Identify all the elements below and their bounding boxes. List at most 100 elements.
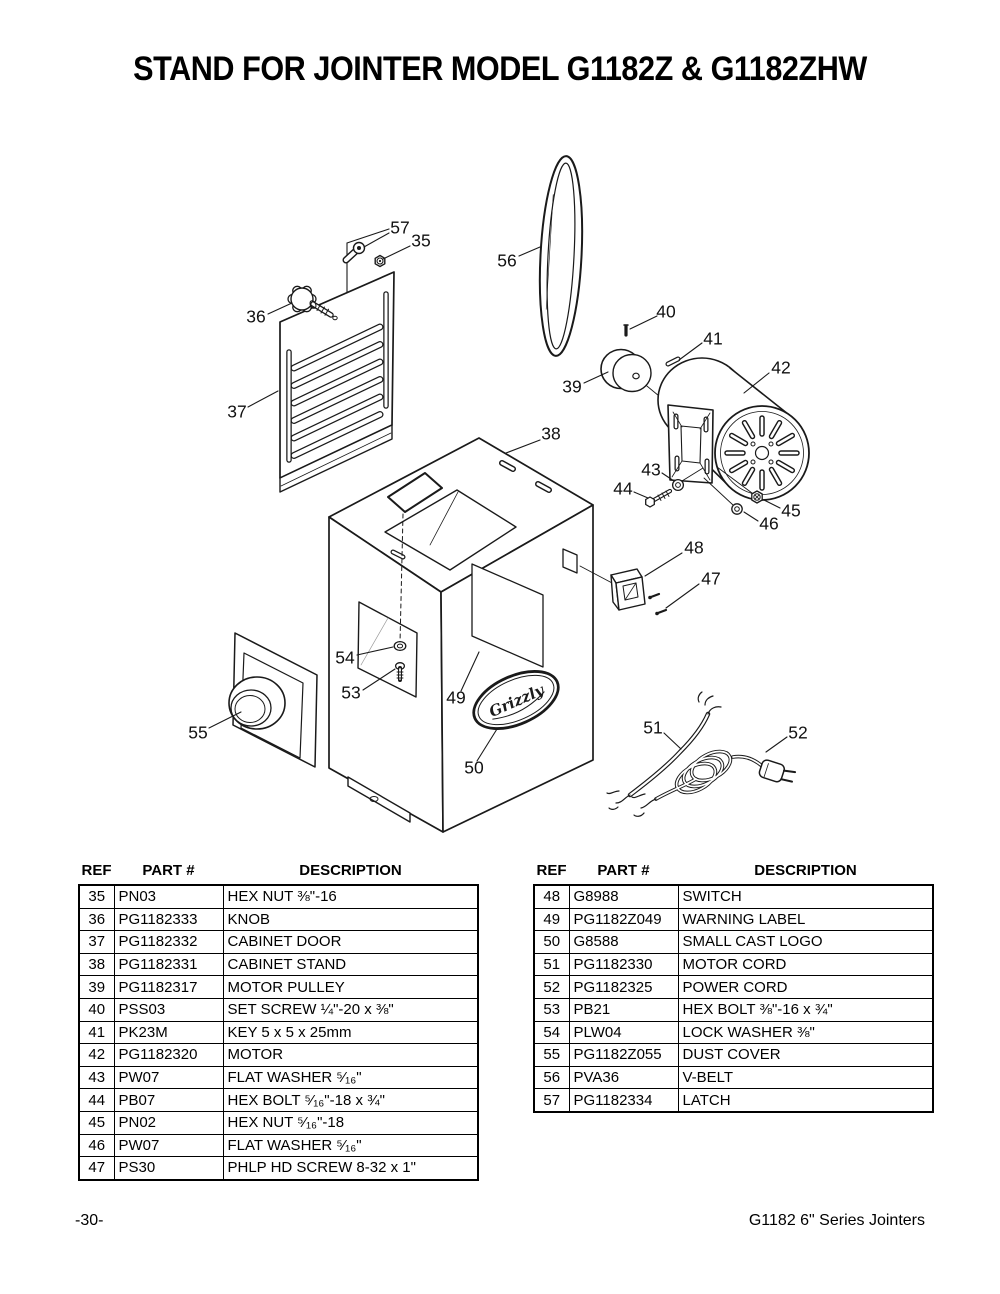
description-cell: HEX NUT ⅜"-16 bbox=[222, 884, 479, 909]
description-cell: V-BELT bbox=[677, 1065, 934, 1090]
part-number-cell: G8988 bbox=[568, 884, 679, 909]
part-number-cell: PB07 bbox=[113, 1088, 224, 1112]
part-number-cell: PN02 bbox=[113, 1110, 224, 1135]
part-number-cell: PG1182Z049 bbox=[568, 907, 679, 932]
description-header: DESCRIPTION bbox=[754, 862, 857, 879]
callout-38: 38 bbox=[541, 423, 561, 444]
description-cell: SMALL CAST LOGO bbox=[677, 930, 934, 954]
ref-cell: 39 bbox=[78, 975, 115, 999]
motor-pulley-drawing bbox=[600, 348, 677, 411]
knob-drawing bbox=[287, 285, 334, 318]
v-belt-drawing bbox=[538, 155, 584, 357]
description-cell: LATCH bbox=[677, 1088, 934, 1113]
motor-drawing bbox=[657, 357, 810, 501]
hex-nut-45-drawing bbox=[716, 466, 763, 504]
callout-50: 50 bbox=[464, 757, 484, 778]
part-number-cell: PG1182325 bbox=[568, 975, 679, 999]
callout-57: 57 bbox=[390, 217, 410, 238]
part-number-cell: PG1182Z055 bbox=[568, 1043, 679, 1067]
key-drawing bbox=[665, 356, 681, 367]
ref-cell: 41 bbox=[78, 1020, 115, 1045]
ref-cell: 53 bbox=[533, 997, 570, 1022]
part-number-cell: PLW04 bbox=[568, 1020, 679, 1045]
ref-cell: 55 bbox=[533, 1043, 570, 1067]
description-cell: HEX BOLT ⁵⁄₁₆"-18 x ¾" bbox=[222, 1088, 479, 1112]
callout-41: 41 bbox=[703, 328, 723, 349]
description-cell: CABINET STAND bbox=[222, 952, 479, 977]
ref-cell: 57 bbox=[533, 1088, 570, 1113]
description-cell: LOCK WASHER ⅜" bbox=[677, 1020, 934, 1045]
description-cell: DUST COVER bbox=[677, 1043, 934, 1067]
document-name: G1182 6" Series Jointers bbox=[748, 1212, 925, 1229]
description-cell: POWER CORD bbox=[677, 975, 934, 999]
ref-cell: 56 bbox=[533, 1065, 570, 1090]
cabinet-door-drawing bbox=[279, 271, 395, 493]
callout-40: 40 bbox=[656, 301, 676, 322]
hex-nut-35-drawing bbox=[374, 254, 386, 268]
callout-35: 35 bbox=[411, 230, 431, 251]
callout-45: 45 bbox=[781, 500, 801, 521]
part-number-cell: PG1182333 bbox=[113, 907, 224, 932]
callout-44: 44 bbox=[613, 478, 633, 499]
part-number-cell: PVA36 bbox=[568, 1065, 679, 1090]
ref-cell: 48 bbox=[533, 884, 570, 909]
part-number-cell: PW07 bbox=[113, 1065, 224, 1090]
description-cell: SWITCH bbox=[677, 884, 934, 909]
ref-cell: 44 bbox=[78, 1088, 115, 1112]
ref-cell: 51 bbox=[533, 952, 570, 977]
ref-header: REF bbox=[81, 862, 112, 879]
switch-drawing bbox=[579, 565, 646, 611]
ref-cell: 46 bbox=[78, 1133, 115, 1158]
part-number-cell: PK23M bbox=[113, 1020, 224, 1045]
description-cell: MOTOR bbox=[222, 1043, 479, 1067]
part-number-cell: PG1182331 bbox=[113, 952, 224, 977]
description-cell: HEX NUT ⁵⁄₁₆"-18 bbox=[222, 1110, 479, 1135]
hex-bolt-44-drawing bbox=[645, 488, 673, 508]
screws-47-drawing bbox=[648, 592, 668, 616]
description-cell: MOTOR CORD bbox=[677, 952, 934, 977]
description-cell: MOTOR PULLEY bbox=[222, 975, 479, 999]
description-cell: FLAT WASHER ⁵⁄₁₆" bbox=[222, 1065, 479, 1090]
callout-52: 52 bbox=[788, 722, 808, 743]
motor-cord-drawing bbox=[606, 691, 722, 810]
ref-cell: 37 bbox=[78, 930, 115, 954]
ref-cell: 43 bbox=[78, 1065, 115, 1090]
flat-washer-46-drawing bbox=[703, 477, 743, 515]
set-screw-drawing bbox=[623, 324, 629, 337]
latch-drawing bbox=[342, 241, 366, 264]
page-number: -30- bbox=[75, 1212, 104, 1229]
callout-54: 54 bbox=[335, 647, 355, 668]
ref-cell: 52 bbox=[533, 975, 570, 999]
ref-cell: 47 bbox=[78, 1156, 115, 1181]
part-number-cell: PS30 bbox=[113, 1156, 224, 1181]
warning-label-drawing bbox=[471, 563, 544, 668]
ref-cell: 50 bbox=[533, 930, 570, 954]
description-cell: HEX BOLT ⅜"-16 x ¾" bbox=[677, 997, 934, 1022]
description-header: DESCRIPTION bbox=[299, 862, 402, 879]
part-number-cell: PN03 bbox=[113, 884, 224, 909]
ref-cell: 54 bbox=[533, 1020, 570, 1045]
callout-39: 39 bbox=[562, 376, 582, 397]
flat-washer-43-drawing bbox=[671, 467, 704, 492]
description-cell: CABINET DOOR bbox=[222, 930, 479, 954]
part-number-cell: PSS03 bbox=[113, 997, 224, 1022]
hex-bolt-53-drawing bbox=[394, 662, 406, 682]
description-cell: PHLP HD SCREW 8-32 x 1" bbox=[222, 1156, 479, 1181]
callout-53: 53 bbox=[341, 682, 361, 703]
table-header-row: REF PART # DESCRIPTION bbox=[534, 862, 933, 885]
